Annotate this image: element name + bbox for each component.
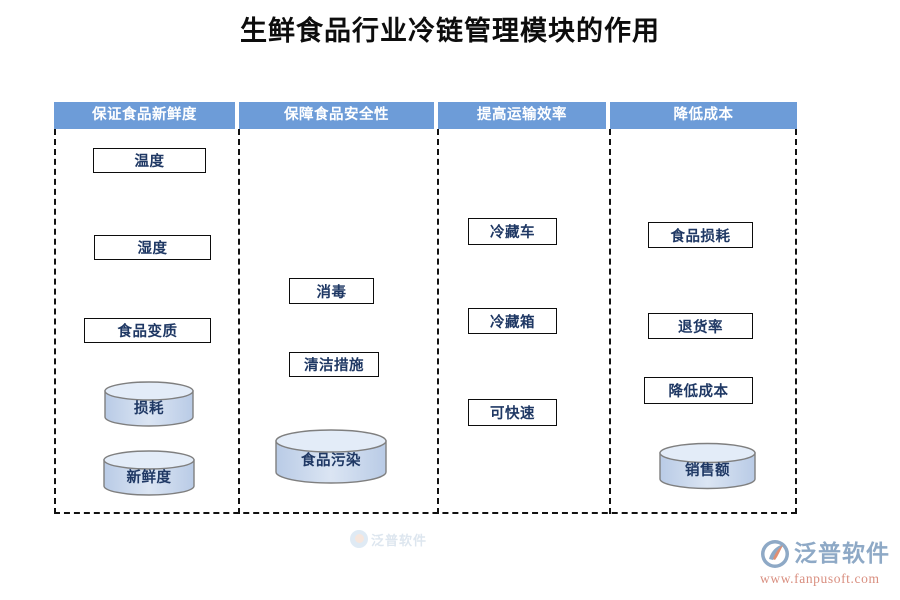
column-divider-2: [437, 129, 439, 514]
node-food-loss[interactable]: 食品损耗: [648, 222, 753, 248]
node-fast-delivery[interactable]: 可快速: [468, 399, 557, 426]
cylinder-loss-label: 损耗: [134, 400, 164, 417]
watermark-logo-icon: [350, 530, 368, 548]
column-divider-3: [609, 129, 611, 514]
watermark-text: 泛普软件: [371, 533, 428, 549]
column-header-1[interactable]: 保障食品安全性: [239, 102, 434, 129]
node-food-spoilage[interactable]: 食品变质: [84, 318, 211, 343]
brand-logo: 泛普软件 www.fanpusoft.com: [760, 538, 890, 590]
cylinder-freshness[interactable]: 新鲜度: [102, 450, 196, 496]
node-refrigerated-box[interactable]: 冷藏箱: [468, 308, 557, 334]
page-title: 生鲜食品行业冷链管理模块的作用: [240, 16, 660, 47]
cylinder-freshness-label: 新鲜度: [126, 469, 172, 486]
diagram-container: 保证食品新鲜度 保障食品安全性 提高运输效率 降低成本 温度 湿度 食品变质 损…: [54, 102, 797, 549]
node-cleaning-measures[interactable]: 清洁措施: [289, 352, 379, 377]
node-refrigerated-truck[interactable]: 冷藏车: [468, 218, 557, 245]
node-disinfection[interactable]: 消毒: [289, 278, 374, 304]
node-humidity[interactable]: 湿度: [94, 235, 211, 260]
column-header-row: 保证食品新鲜度 保障食品安全性 提高运输效率 降低成本: [54, 102, 797, 129]
node-temperature[interactable]: 温度: [93, 148, 206, 173]
cylinder-food-contamination[interactable]: 食品污染: [274, 429, 388, 484]
diagram-body-frame: [54, 129, 797, 514]
column-divider-1: [238, 129, 240, 514]
node-cost-reduction[interactable]: 降低成本: [644, 377, 753, 404]
brand-logo-row: 泛普软件: [760, 538, 890, 570]
node-return-rate[interactable]: 退货率: [648, 313, 753, 339]
brand-url: www.fanpusoft.com: [760, 571, 880, 586]
column-header-2[interactable]: 提高运输效率: [438, 102, 606, 129]
watermark-fanpu: 泛普软件: [350, 526, 446, 552]
cylinder-sales-amount-label: 销售额: [685, 462, 730, 479]
brand-name: 泛普软件: [794, 541, 890, 567]
fanpu-logo-icon: [760, 539, 790, 569]
column-header-0[interactable]: 保证食品新鲜度: [54, 102, 235, 129]
cylinder-loss[interactable]: 损耗: [103, 381, 195, 427]
cylinder-food-contamination-label: 食品污染: [301, 453, 361, 469]
column-header-3[interactable]: 降低成本: [610, 102, 797, 129]
cylinder-sales-amount[interactable]: 销售额: [658, 442, 757, 490]
